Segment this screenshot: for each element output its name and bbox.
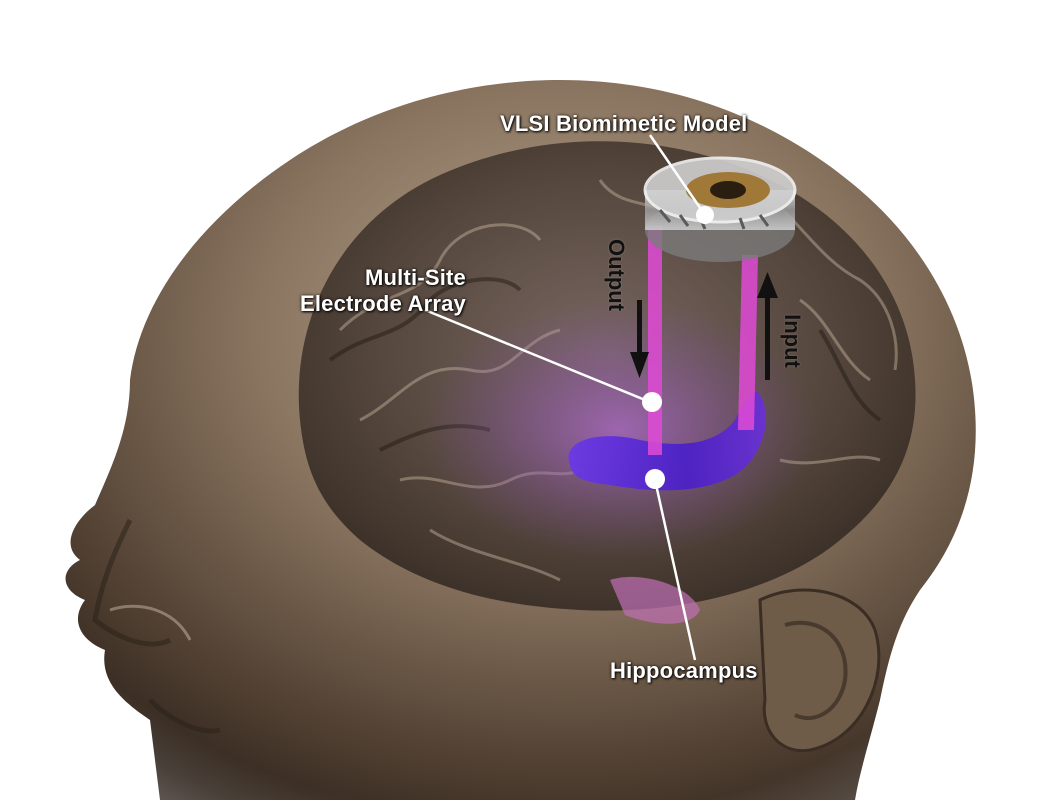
electrode-array-label: Multi-Site Electrode Array (258, 265, 466, 317)
hippocampus-label: Hippocampus (610, 658, 758, 684)
electrode-label-line2: Electrode Array (258, 291, 466, 317)
vlsi-model-label: VLSI Biomimetic Model (500, 111, 747, 137)
output-label: Output (603, 239, 629, 311)
input-label: Input (779, 314, 805, 368)
electrode-label-line1: Multi-Site (258, 265, 466, 291)
